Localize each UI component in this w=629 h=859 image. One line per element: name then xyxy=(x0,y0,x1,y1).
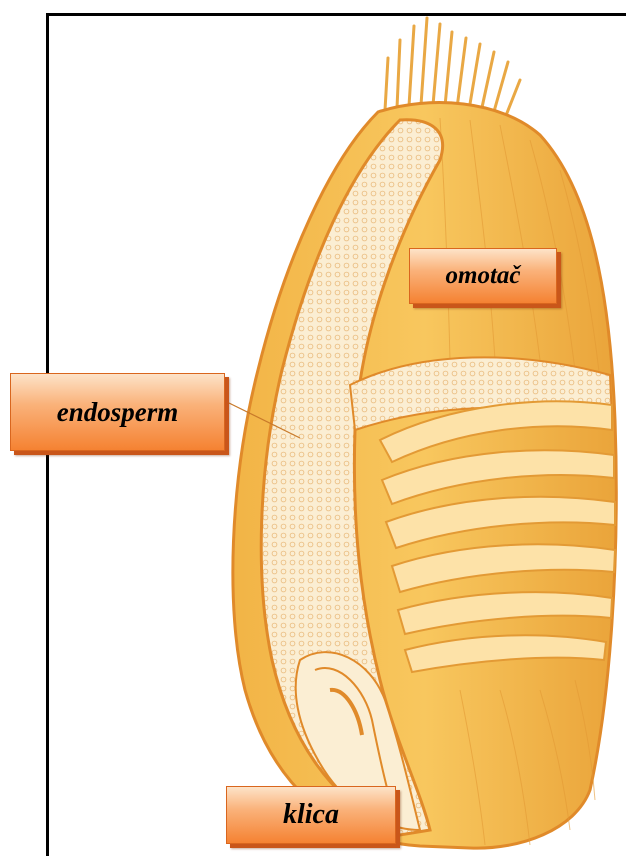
label-klica: klica xyxy=(226,786,396,844)
label-endosperm: endosperm xyxy=(10,373,225,451)
label-omotac: omotač xyxy=(409,248,557,304)
